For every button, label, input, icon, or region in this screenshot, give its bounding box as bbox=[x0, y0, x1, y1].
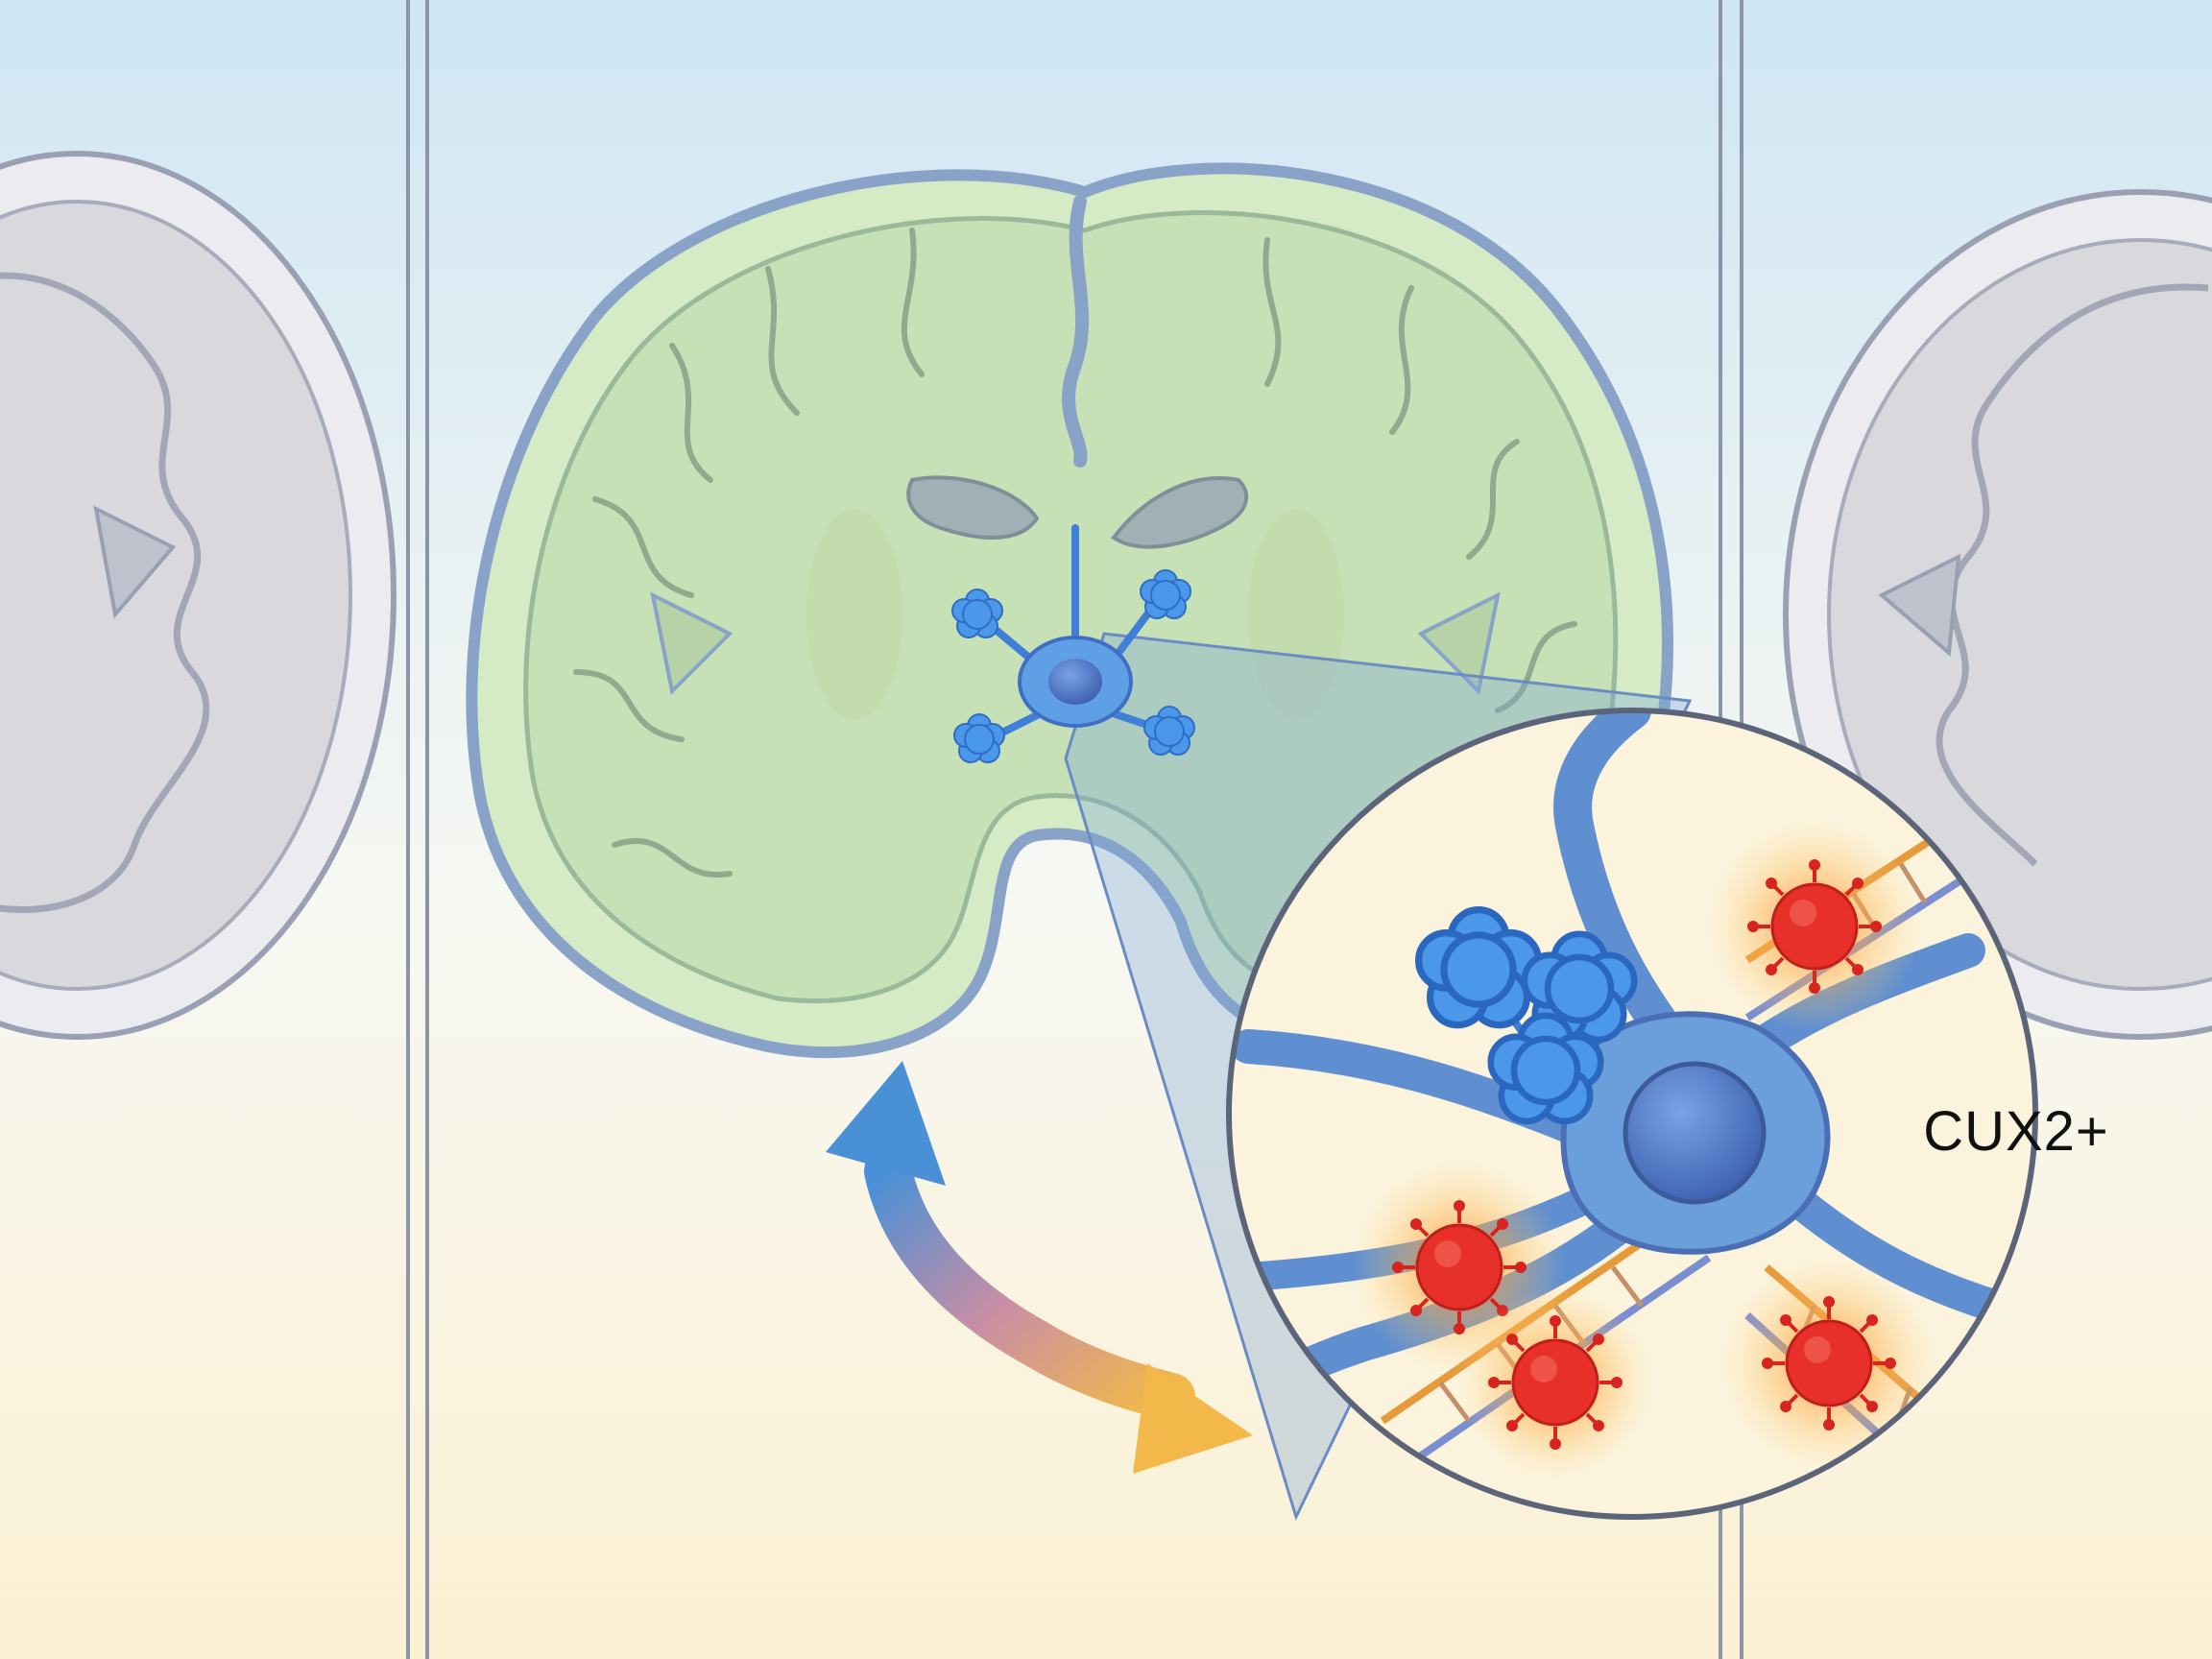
left-brain-icon bbox=[0, 151, 397, 1040]
virus-particle-1 bbox=[1745, 857, 1884, 996]
virus-particle-4 bbox=[1760, 1294, 1898, 1432]
protein-cluster-icon bbox=[1419, 910, 1635, 1121]
double-headed-arrow-icon bbox=[826, 1061, 1253, 1474]
virus-particles bbox=[1354, 821, 1935, 1479]
neuron-nucleus bbox=[1623, 1061, 1767, 1205]
virus-particle-3 bbox=[1486, 1313, 1624, 1452]
cux2-marker-label: CUX2+ bbox=[1923, 1100, 2109, 1163]
neuron-icon-small bbox=[951, 524, 1195, 763]
zoom-callout bbox=[1226, 708, 2038, 1520]
